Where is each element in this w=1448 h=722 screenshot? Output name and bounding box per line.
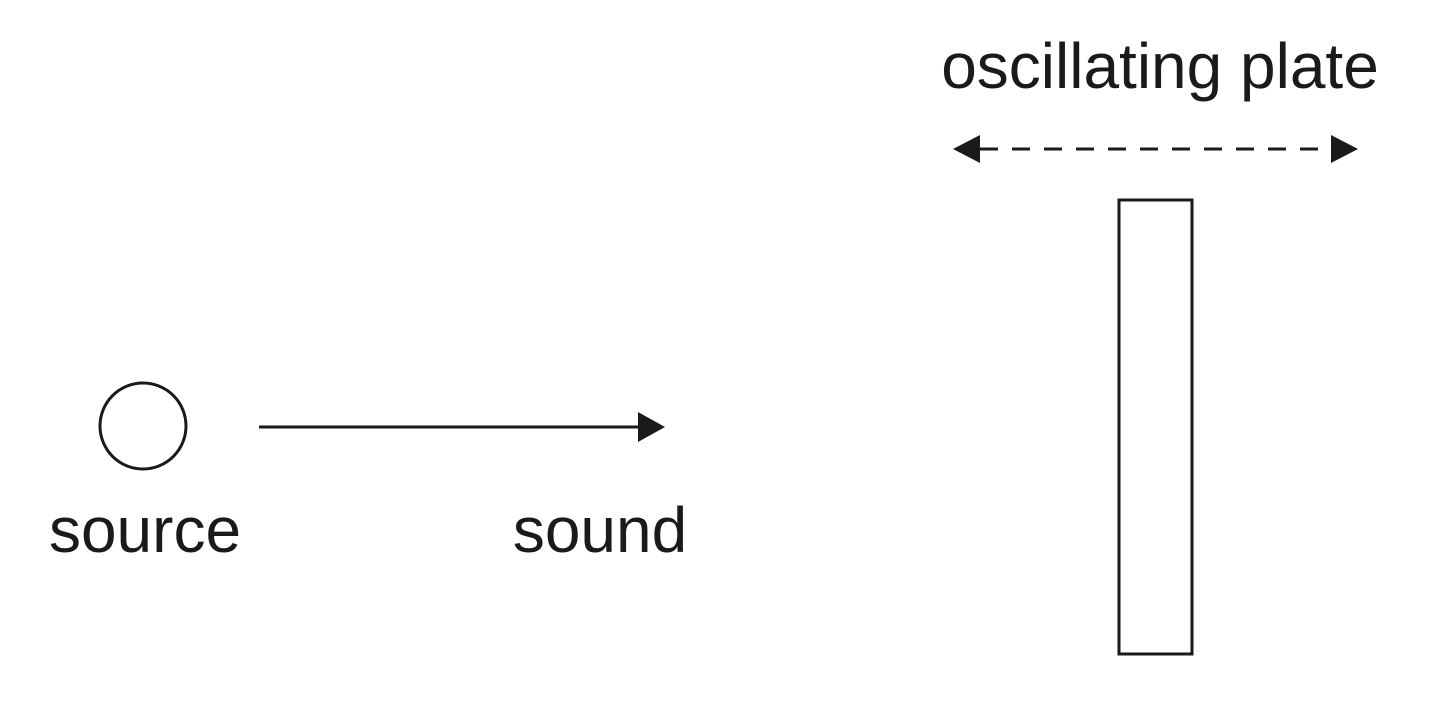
sound-arrow: [259, 412, 665, 442]
oscillation-arrow: [953, 135, 1358, 163]
source-label: source: [49, 494, 241, 566]
sound-label: sound: [513, 494, 687, 566]
plate-label: oscillating plate: [941, 30, 1379, 102]
source-circle: [98, 381, 188, 471]
oscillating-plate: [1117, 198, 1194, 656]
